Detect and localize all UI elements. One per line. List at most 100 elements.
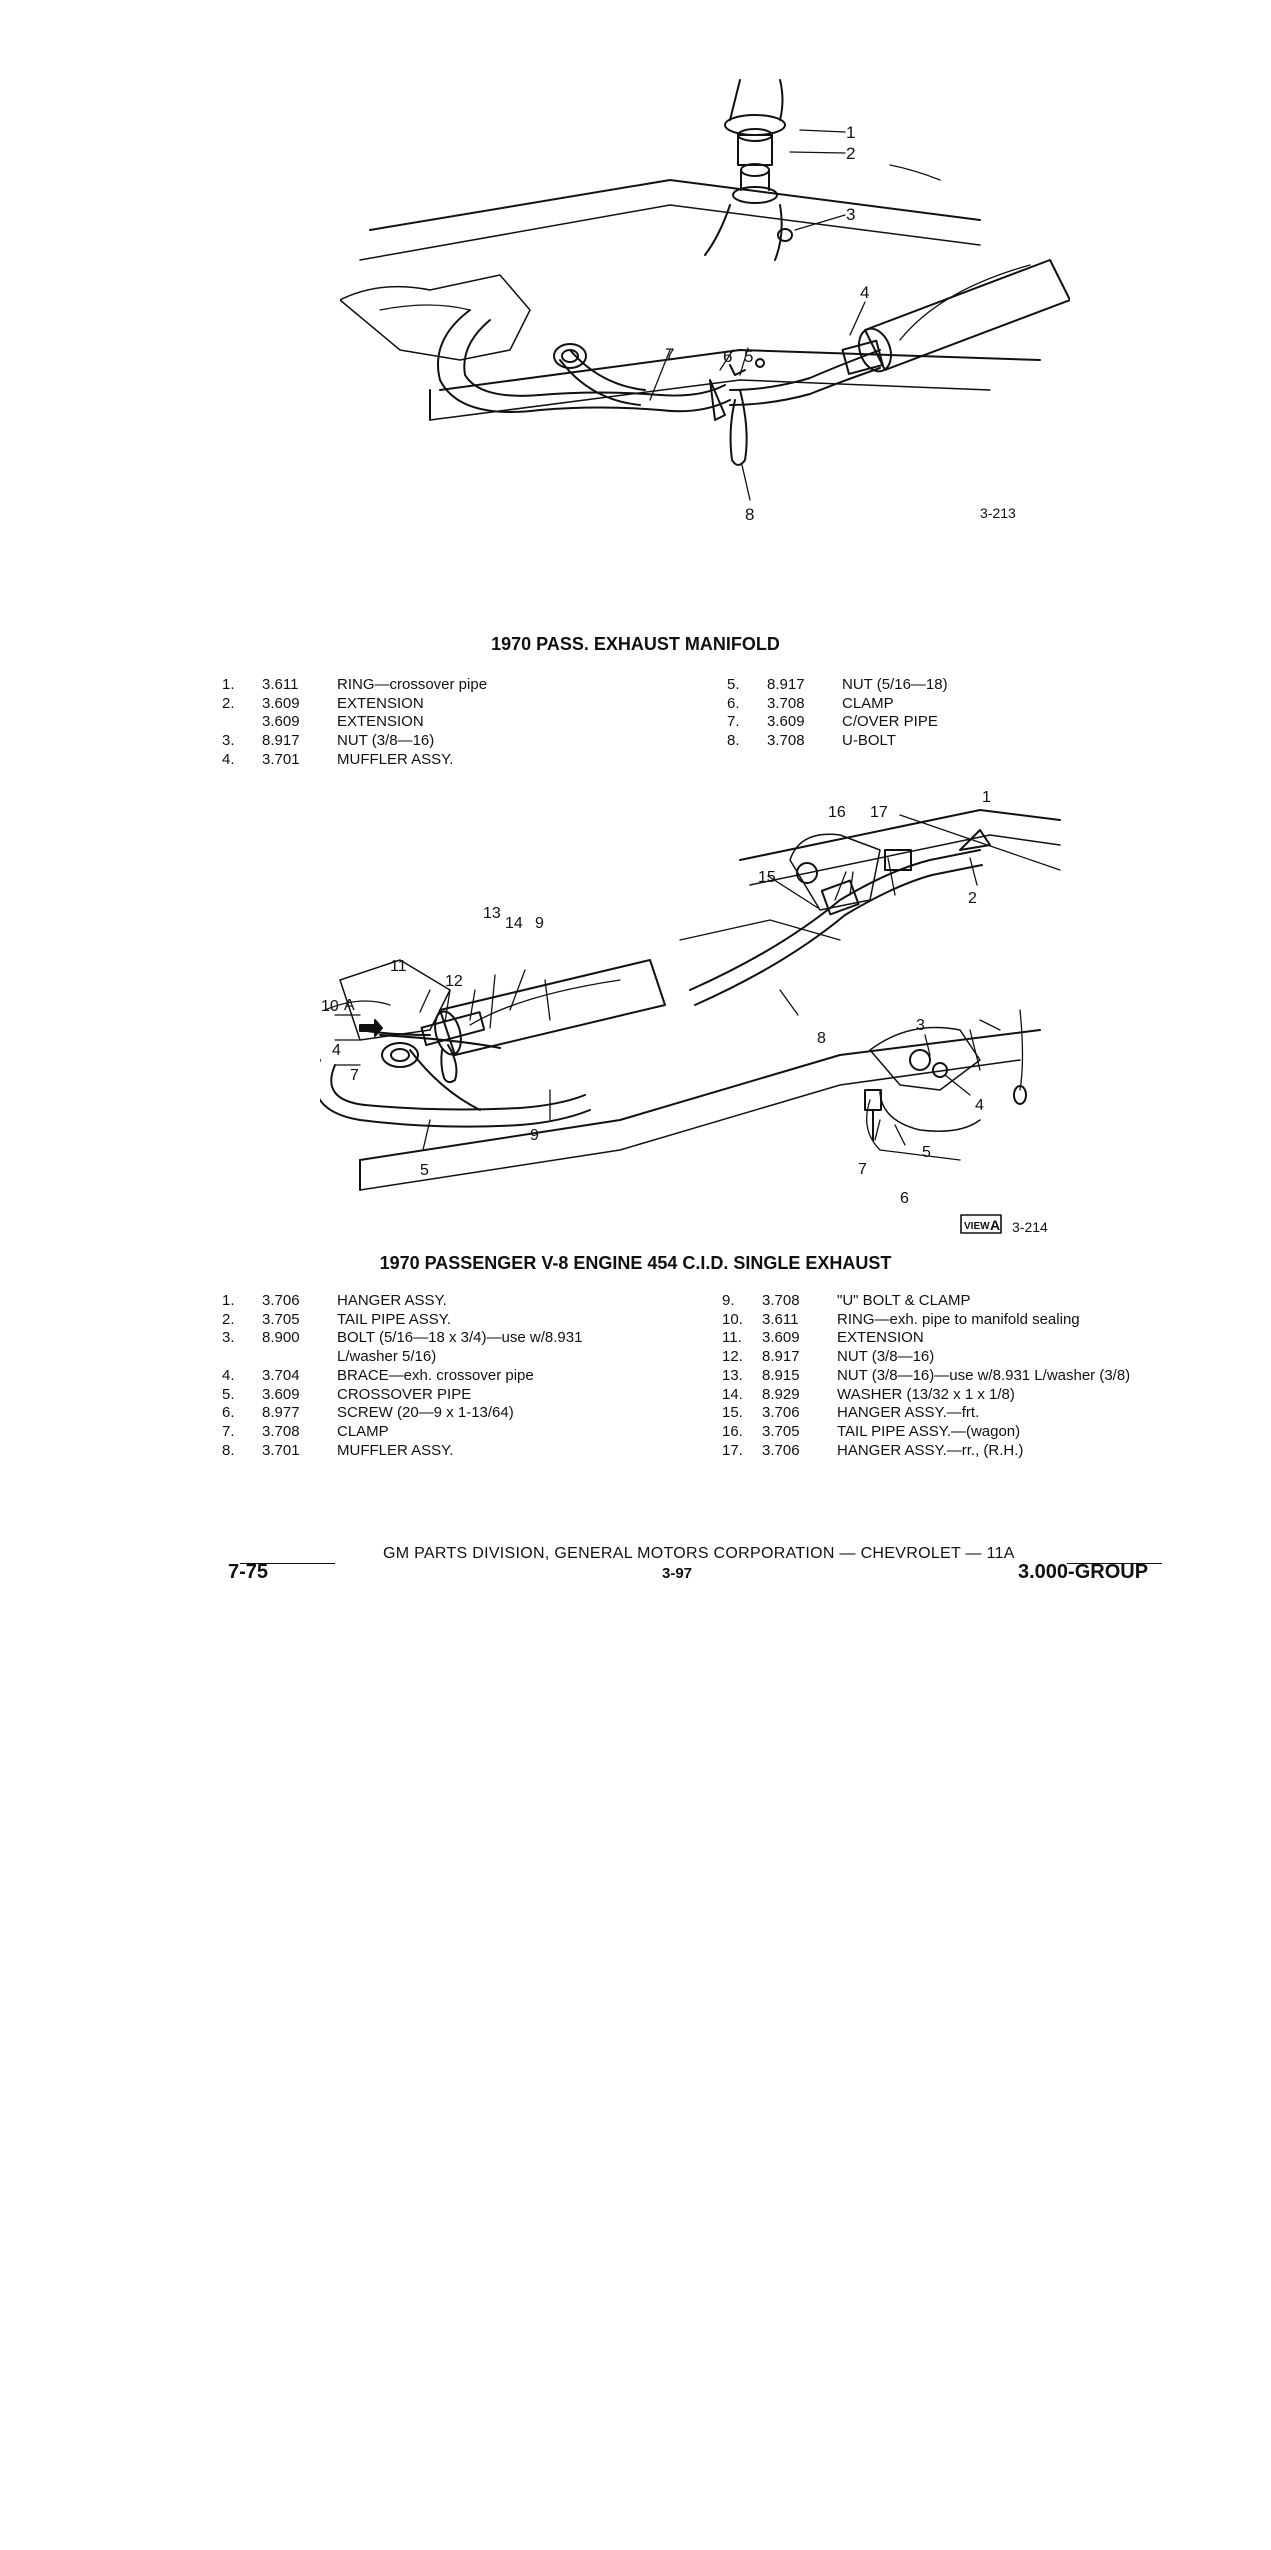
item-description: "U" BOLT & CLAMP (837, 1292, 971, 1309)
item-description: MUFFLER ASSY. (337, 1441, 454, 1459)
item-number: 15. (722, 1404, 743, 1422)
callout-13: 13 (483, 905, 501, 922)
item-description: HANGER ASSY.—frt. (837, 1404, 980, 1422)
callout-7: 7 (858, 1161, 867, 1178)
list-item: 6. 8.977 SCREW (20—9 x 1-13/64) (222, 1404, 582, 1423)
item-number: 12. (722, 1348, 743, 1366)
callout-1: 1 (846, 123, 855, 142)
item-description: CLAMP (337, 1422, 389, 1440)
item-description: BOLT (5/16—18 x 3/4)—use w/8.931 (337, 1329, 583, 1347)
part-number: 3.609 (262, 694, 300, 712)
item-description: HANGER ASSY.—rr., (R.H.) (837, 1441, 1024, 1459)
part-number: 8.929 (762, 1385, 800, 1403)
callout-4: 4 (860, 283, 869, 302)
callout-12: 12 (445, 973, 463, 990)
section-title-exhaust-manifold: 1970 PASS. EXHAUST MANIFOLD (491, 634, 780, 654)
item-number (222, 1348, 262, 1367)
callout-4-left: 4 (332, 1042, 341, 1059)
item-description: HANGER ASSY. (337, 1292, 447, 1309)
part-number: 3.609 (262, 713, 300, 731)
item-description: WASHER (13/32 x 1 x 1/8) (837, 1385, 1015, 1403)
item-number: 4. (222, 750, 235, 768)
item-description: NUT (5/16—18) (842, 676, 948, 693)
callout-9: 9 (530, 1127, 539, 1144)
callout-8: 8 (745, 505, 754, 524)
callout-3: 3 (916, 1017, 925, 1034)
item-number: 7. (222, 1422, 235, 1440)
part-number: 3.705 (762, 1422, 800, 1440)
callout-7: 7 (665, 345, 674, 364)
item-number: 5. (727, 676, 740, 693)
list-item: L/washer 5/16) (222, 1348, 582, 1367)
part-number: 3.708 (762, 1292, 800, 1309)
part-number (262, 1348, 337, 1367)
item-number: 1. (222, 676, 235, 693)
part-number: 3.611 (262, 676, 299, 693)
part-number: 3.609 (767, 713, 805, 731)
item-number: 2. (222, 1310, 235, 1328)
item-number (222, 713, 262, 732)
item-description: NUT (3/8—16)—use w/8.931 L/washer (3/8) (837, 1366, 1131, 1384)
item-description: EXTENSION (337, 694, 424, 712)
section-title-single-exhaust: 1970 PASSENGER V-8 ENGINE 454 C.I.D. SIN… (379, 1253, 892, 1273)
item-description: EXTENSION (837, 1329, 924, 1347)
callout-2: 2 (968, 890, 977, 907)
callout-2: 2 (846, 144, 855, 163)
item-number: 11. (722, 1329, 742, 1347)
callout-5: 5 (922, 1144, 931, 1161)
item-number: 13. (722, 1366, 743, 1384)
footer-rule-left (240, 1563, 335, 1564)
callout-16: 16 (828, 804, 846, 821)
footer-page-number: 3-97 (662, 1565, 693, 1582)
footer-left-code: 7-75 (228, 1561, 269, 1583)
callout-9-upper: 9 (535, 915, 544, 932)
list-item: 1. 3.611 RING—crossover pipe (222, 676, 487, 695)
item-description: NUT (3/8—16) (837, 1348, 935, 1366)
item-number: 7. (727, 713, 740, 731)
item-number: 6. (222, 1404, 235, 1422)
callout-17: 17 (870, 804, 888, 821)
view-letter: A (990, 1217, 1000, 1233)
part-number: 8.917 (767, 676, 805, 693)
item-number: 3. (222, 732, 235, 750)
callout-6: 6 (723, 347, 732, 366)
part-number: 3.701 (262, 1441, 300, 1459)
item-number: 10. (722, 1310, 743, 1328)
item-description: L/washer 5/16) (337, 1348, 437, 1366)
part-number: 3.708 (767, 732, 805, 750)
callout-15: 15 (758, 869, 776, 886)
callout-8: 8 (817, 1030, 826, 1047)
part-number: 8.900 (262, 1329, 300, 1347)
item-description: SCREW (20—9 x 1-13/64) (337, 1404, 514, 1422)
item-description: RING—crossover pipe (337, 676, 488, 693)
part-number: 3.609 (262, 1385, 300, 1403)
footer-division: GM PARTS DIVISION, GENERAL MOTORS CORPOR… (383, 1545, 1015, 1562)
item-description: U-BOLT (842, 732, 896, 750)
part-number: 8.977 (262, 1404, 300, 1422)
item-number: 6. (727, 694, 740, 712)
part-number: 3.611 (762, 1310, 799, 1328)
item-number: 5. (222, 1385, 235, 1403)
footer-rule-right (1067, 1563, 1162, 1564)
part-number: 3.701 (262, 750, 300, 768)
item-number: 2. (222, 694, 235, 712)
list-item: 9.3.708"U" BOLT & CLAMP (722, 1292, 1130, 1311)
item-number: 17. (722, 1441, 743, 1459)
